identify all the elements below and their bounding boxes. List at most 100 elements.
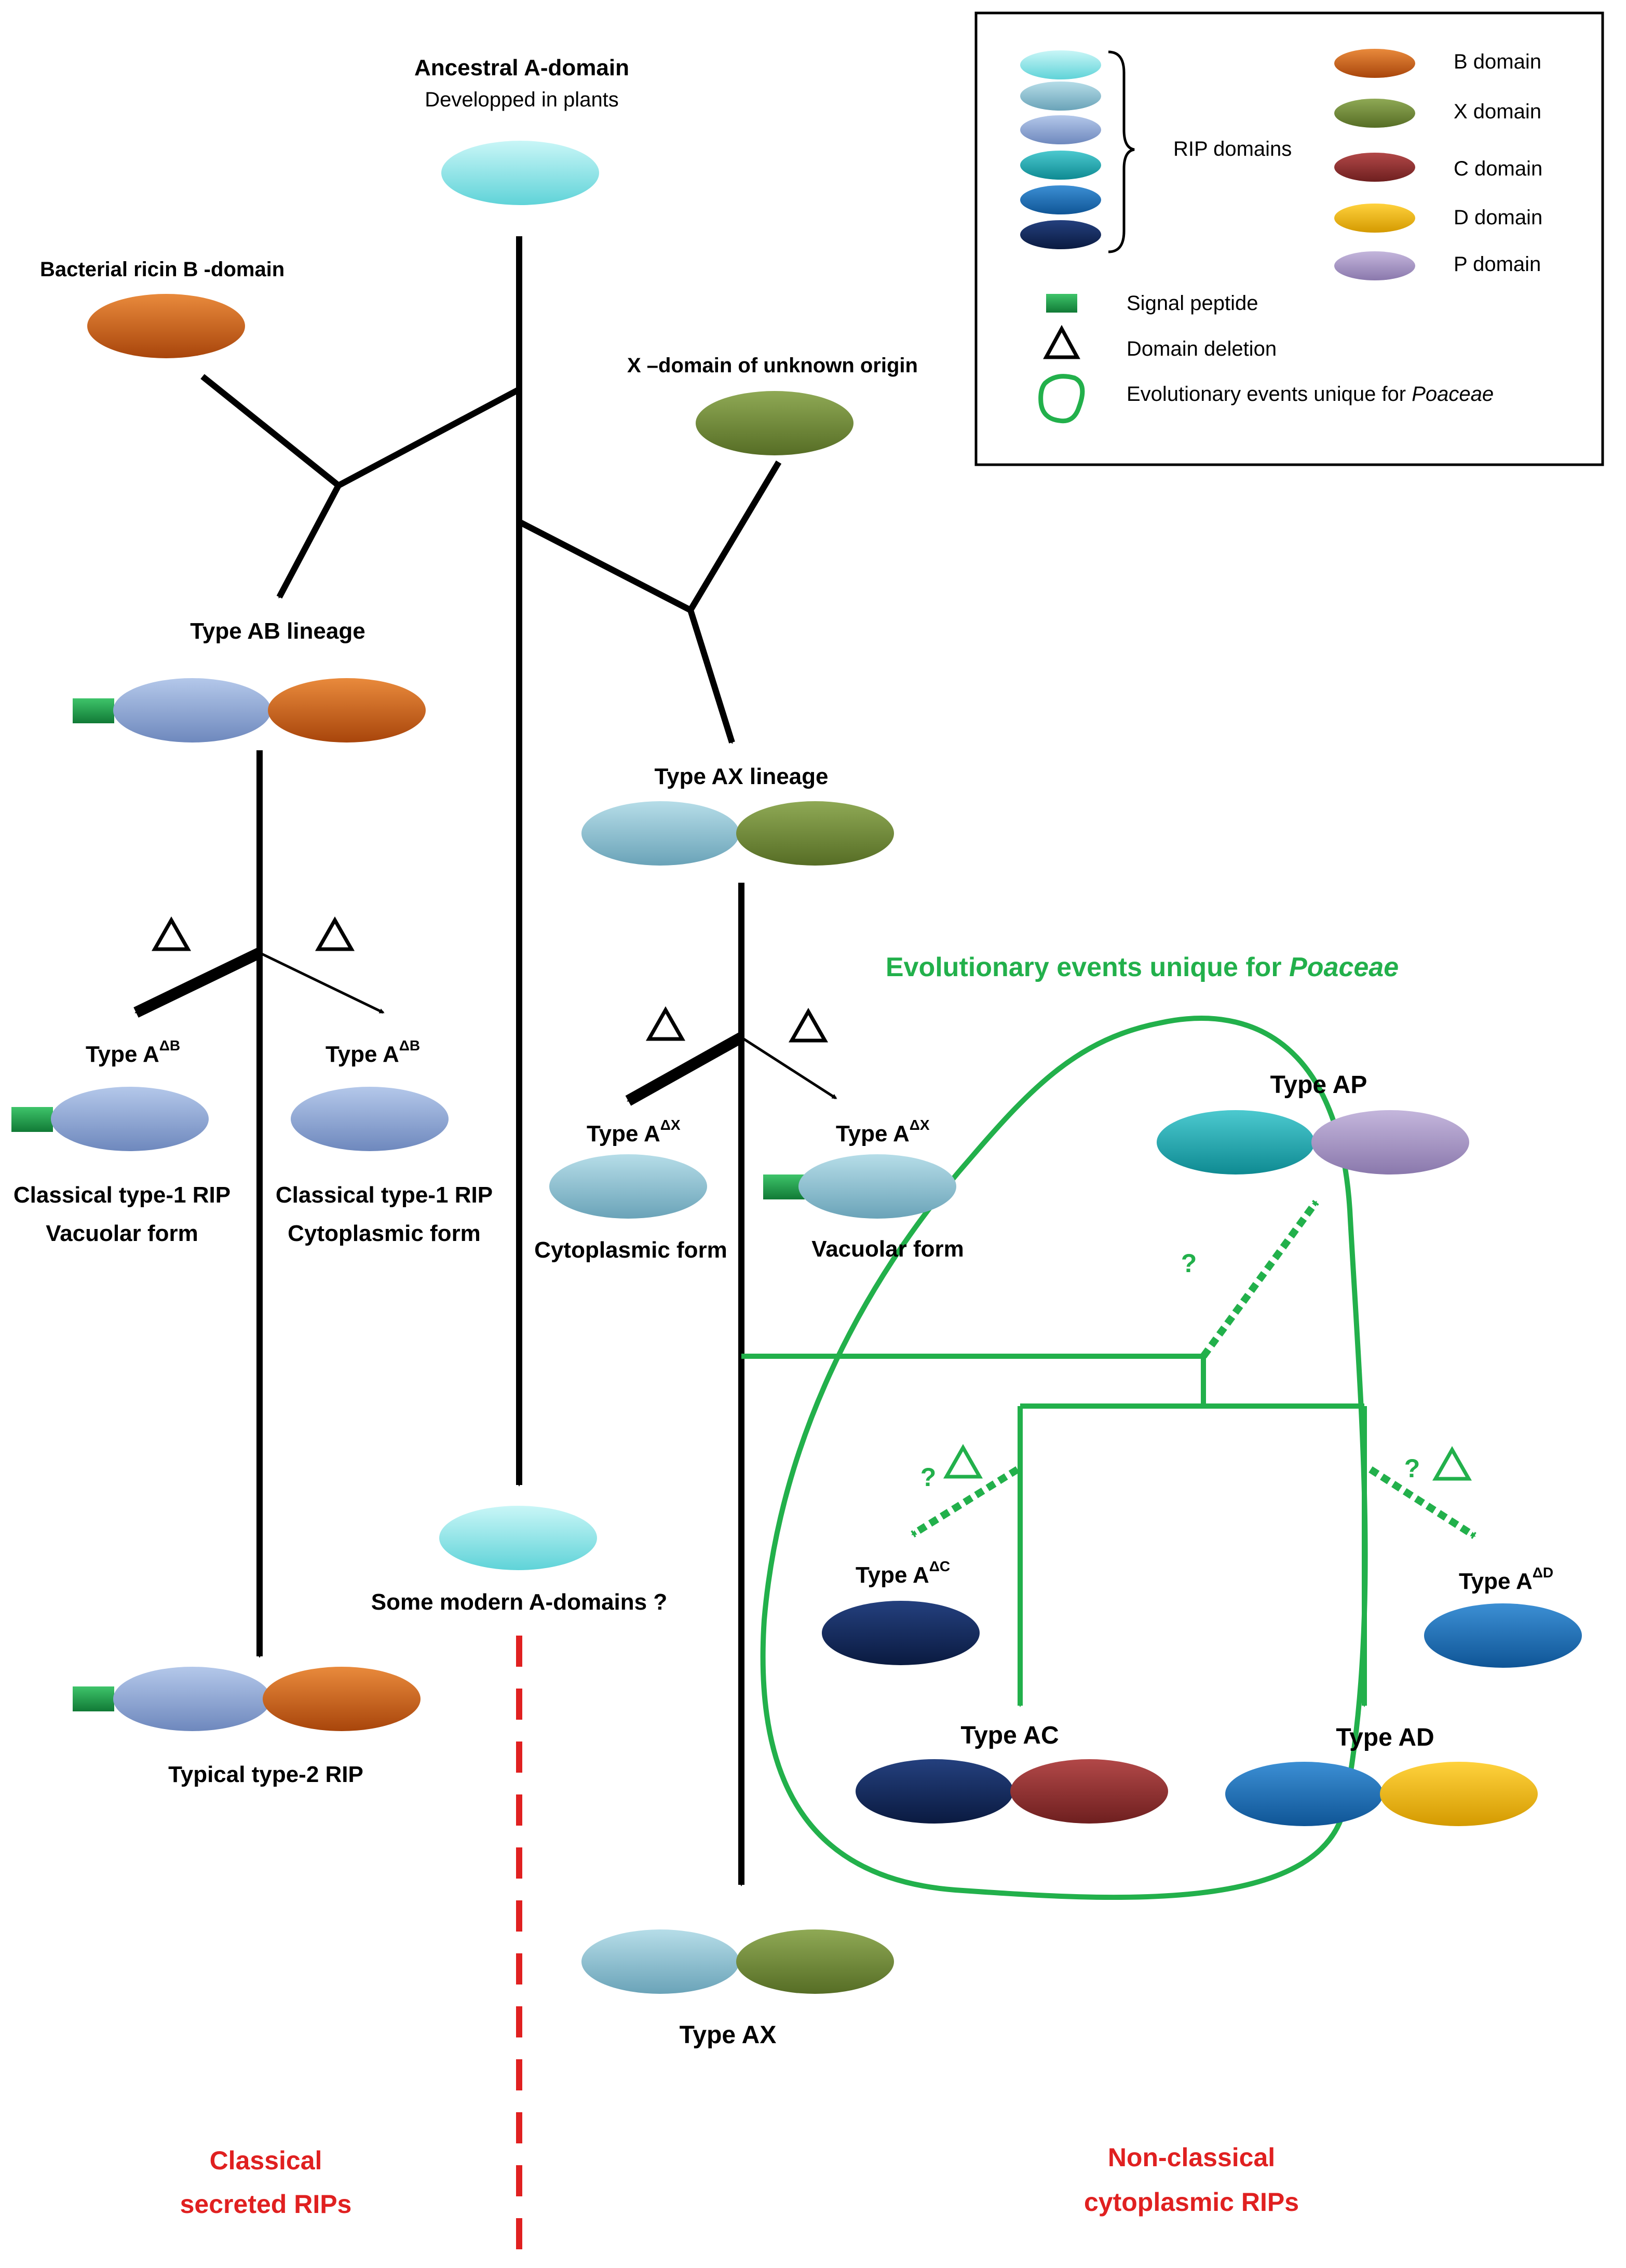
signal-peptide — [763, 1174, 805, 1199]
type-ab-lineage-protein — [73, 678, 426, 743]
a-domain — [113, 678, 271, 743]
legend-b-domain-swatch — [1334, 49, 1415, 78]
b-domain — [268, 678, 426, 743]
x-domain — [736, 1929, 894, 1994]
typical-type2-protein — [73, 1667, 421, 1731]
type-a-dx-cytoplasmic-form: Cytoplasmic form — [534, 1237, 727, 1263]
deletion-markers — [151, 916, 1472, 1481]
legend-x-domain-swatch — [1334, 99, 1415, 128]
type-ac-protein — [856, 1759, 1168, 1824]
legend-b-domain-label: B domain — [1454, 50, 1541, 73]
ax-from-trunk — [518, 519, 692, 613]
labels: Ancestral A-domain Developped in plants … — [13, 55, 1553, 2219]
legend-x-domain-label: X domain — [1454, 100, 1541, 123]
type-ad-protein — [1225, 1762, 1538, 1826]
type-a-dx-vacuolar-form: Vacuolar form — [811, 1236, 964, 1262]
ancestral-subtitle: Developped in plants — [425, 88, 619, 111]
classical1-cytoplasmic-line2: Cytoplasmic form — [288, 1221, 481, 1246]
classical1-cytoplasmic-line1: Classical type-1 RIP — [276, 1182, 493, 1208]
a-domain — [1157, 1110, 1315, 1174]
legend: RIP domains B domain X domain C domain D… — [974, 11, 1604, 466]
legend-rip-domain-3 — [1020, 115, 1101, 144]
type-a-db-cytoplasmic-label: Type AΔB — [326, 1037, 420, 1067]
legend-d-domain-label: D domain — [1454, 206, 1542, 229]
classical-secreted-line1: Classical — [210, 2146, 322, 2175]
legend-rip-domain-4 — [1020, 151, 1101, 180]
legend-rip-domain-6 — [1020, 220, 1101, 249]
question-dd: ? — [1404, 1454, 1420, 1483]
type-a-dd-label: Type AΔD — [1459, 1564, 1553, 1594]
legend-p-domain-label: P domain — [1454, 253, 1541, 276]
a-domain — [798, 1154, 956, 1219]
legend-poaceae-label: Evolutionary events unique for Poaceae — [1127, 383, 1494, 406]
question-dc: ? — [920, 1463, 937, 1492]
type-ac-label: Type AC — [960, 1722, 1059, 1749]
signal-peptide — [73, 1686, 114, 1711]
type-ax-final-protein — [581, 1929, 894, 1994]
ax-arrow — [687, 609, 735, 744]
legend-brace — [1108, 50, 1135, 253]
domains — [11, 141, 1582, 1994]
ax-deletion-thick — [625, 1032, 744, 1106]
type-a-db-cytoplasmic-domain — [291, 1087, 449, 1151]
ab-deletion-thick — [133, 948, 262, 1018]
type-ap-label: Type AP — [1270, 1071, 1367, 1099]
legend-c-domain-swatch — [1334, 153, 1415, 182]
legend-signal-peptide-swatch — [1046, 294, 1077, 313]
triangle-icon — [943, 1443, 983, 1479]
green-loop-icon — [1038, 374, 1085, 424]
type-ax-lineage-label: Type AX lineage — [655, 764, 829, 789]
type-a-db-vacuolar-label: Type AΔB — [86, 1037, 180, 1067]
b-domain — [263, 1667, 421, 1731]
triangle-icon — [315, 916, 355, 951]
type-ap-protein — [1157, 1110, 1469, 1174]
modern-a-label: Some modern A-domains ? — [371, 1589, 667, 1615]
poaceae-region — [741, 1016, 1476, 1900]
type-a-dx-cytoplasmic-domain — [549, 1154, 707, 1219]
ax-deletion-thin — [740, 1036, 837, 1100]
p-domain — [1311, 1110, 1469, 1174]
x-unknown-domain — [696, 391, 853, 455]
ancestral-a-domain — [441, 141, 599, 205]
classical1-vacuolar-line2: Vacuolar form — [46, 1221, 198, 1246]
type-ad-label: Type AD — [1336, 1724, 1434, 1751]
triangle-icon — [645, 1006, 686, 1041]
classical1-vacuolar-line1: Classical type-1 RIP — [13, 1182, 231, 1208]
ab-deletion-thin — [259, 951, 385, 1014]
poaceae-outline — [760, 1016, 1368, 1900]
a-domain — [856, 1759, 1013, 1824]
type-a-dd-domain — [1424, 1603, 1582, 1668]
triangle-icon — [788, 1007, 829, 1043]
legend-rip-domain-5 — [1020, 185, 1101, 214]
legend-signal-peptide-label: Signal peptide — [1127, 292, 1258, 315]
legend-c-domain-label: C domain — [1454, 157, 1542, 180]
type-ab-lineage-label: Type AB lineage — [190, 618, 365, 644]
legend-domain-deletion-label: Domain deletion — [1127, 338, 1277, 360]
legend-d-domain-swatch — [1334, 204, 1415, 233]
type-a-db-vacuolar-protein — [11, 1087, 209, 1151]
tree-lines — [133, 236, 837, 1886]
x-unknown-label: X –domain of unknown origin — [627, 354, 918, 377]
ab-from-trunk — [337, 386, 521, 489]
c-domain — [1010, 1759, 1168, 1824]
type-a-dx-cytoplasmic-label: Type AΔX — [587, 1117, 681, 1146]
type-a-dc-label: Type AΔC — [856, 1558, 950, 1588]
question-ap: ? — [1181, 1249, 1197, 1278]
legend-rip-domain-1 — [1020, 50, 1101, 79]
type-ax-lineage-protein — [581, 801, 894, 866]
a-domain — [581, 1929, 739, 1994]
legend-rip-domain-2 — [1020, 82, 1101, 111]
type-a-dc-domain — [822, 1601, 980, 1665]
classical-secreted-line2: secreted RIPs — [180, 2190, 352, 2219]
typical-type2-label: Typical type-2 RIP — [168, 1762, 363, 1787]
signal-peptide — [73, 698, 114, 723]
ax-from-x-domain — [687, 460, 782, 612]
d-domain — [1380, 1762, 1538, 1826]
a-domain — [113, 1667, 271, 1731]
a-domain — [1225, 1762, 1383, 1826]
bacterial-b-domain — [87, 294, 245, 358]
poaceae-title: Evolutionary events unique for Poaceae — [886, 952, 1399, 982]
legend-rip-domains-label: RIP domains — [1173, 138, 1292, 160]
triangle-icon — [1043, 325, 1080, 359]
ancestral-title: Ancestral A-domain — [414, 55, 629, 80]
